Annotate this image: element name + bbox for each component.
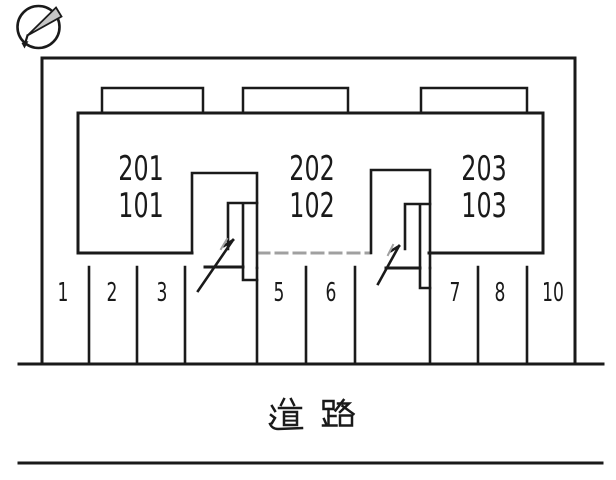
stairwell-right-arrow xyxy=(376,244,401,286)
unit-202-label: 202 xyxy=(289,149,334,188)
parking-space-7: 7 xyxy=(450,279,461,309)
parking-space-8: 8 xyxy=(495,279,506,309)
road-kanji-ro xyxy=(321,398,356,427)
stairwell-right-steps xyxy=(403,202,432,290)
kanji-stroke xyxy=(268,422,304,431)
kanji-stroke xyxy=(333,398,346,413)
kanji-stroke xyxy=(279,397,296,407)
parking-space-1: 1 xyxy=(58,279,69,309)
parking-space-5: 5 xyxy=(274,279,285,309)
stairwell-left xyxy=(190,171,259,293)
unit-203-label: 203 xyxy=(461,149,506,188)
parking-space-2: 2 xyxy=(107,279,118,309)
parking-labels: 1 2 3 5 6 7 8 10 xyxy=(58,279,564,309)
kanji-stroke xyxy=(282,410,299,427)
parking-space-3: 3 xyxy=(157,279,168,309)
unit-201-label: 201 xyxy=(118,149,163,188)
plan-labels: 201 101 202 102 203 103 1 2 3 5 6 7 8 10… xyxy=(58,149,564,431)
stairwell-right-cutline xyxy=(386,243,395,257)
stairwell-left-cutline xyxy=(219,237,229,251)
stairwell-right xyxy=(369,168,432,290)
stairwell-left-arrow xyxy=(196,238,235,293)
compass-needle-tail xyxy=(24,34,29,44)
balcony-3 xyxy=(419,86,529,115)
compass-arrowhead xyxy=(21,41,29,49)
kanji-stroke xyxy=(269,413,277,425)
balcony-2 xyxy=(241,86,350,115)
compass-circle xyxy=(16,4,61,50)
kanji-stroke xyxy=(336,402,353,414)
site-boundary xyxy=(40,56,577,366)
stairwell-left-box xyxy=(190,171,259,270)
kanji-stroke xyxy=(283,415,298,422)
unit-labels: 201 101 202 102 203 103 xyxy=(118,149,506,225)
parking-space-10: 10 xyxy=(542,279,564,309)
unit-101-label: 101 xyxy=(118,186,163,225)
stairwell-left-steps xyxy=(226,201,259,282)
compass-needle xyxy=(26,6,63,37)
north-arrow-icon xyxy=(16,4,63,50)
stairwell-right-box xyxy=(369,168,432,270)
parking-space-6: 6 xyxy=(326,279,337,309)
kanji-stroke xyxy=(322,417,328,426)
unit-102-label: 102 xyxy=(289,186,334,225)
kanji-stroke xyxy=(340,404,356,416)
kanji-stroke xyxy=(338,414,354,427)
unit-103-label: 103 xyxy=(461,186,506,225)
balcony-1 xyxy=(100,86,205,115)
road-label-glyphs xyxy=(268,397,356,431)
parking-dividers xyxy=(87,265,529,366)
plan-lines xyxy=(16,4,605,465)
road-kanji-michi xyxy=(268,397,304,431)
kanji-stroke xyxy=(270,404,277,413)
